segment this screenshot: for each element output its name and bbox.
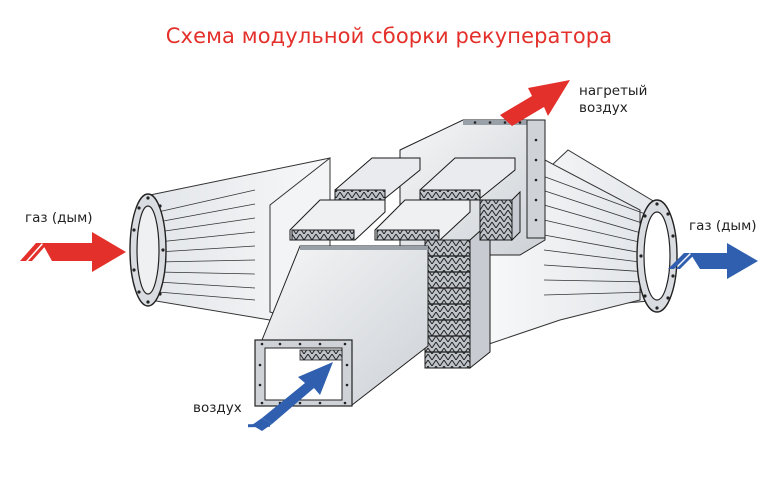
hot-air-label: нагретый воздух <box>579 83 647 117</box>
arrow-up-right-icon <box>247 362 333 431</box>
air-inlet-duct <box>254 245 429 407</box>
arrow-right-icon <box>668 243 758 279</box>
hot-air-label-line2: воздух <box>579 100 628 116</box>
gas-outlet-label: газ (дым) <box>689 218 757 234</box>
hot-air-label-line1: нагретый <box>579 83 648 99</box>
arrow-up-right-icon <box>500 80 570 126</box>
air-inlet-label: воздух <box>193 400 242 416</box>
arrow-right-icon <box>20 232 126 272</box>
diagram-title: Схема модульной сборки рекуператора <box>165 24 613 48</box>
exchanger-modules <box>289 157 521 370</box>
gas-inlet-label: газ (дым) <box>25 210 93 226</box>
